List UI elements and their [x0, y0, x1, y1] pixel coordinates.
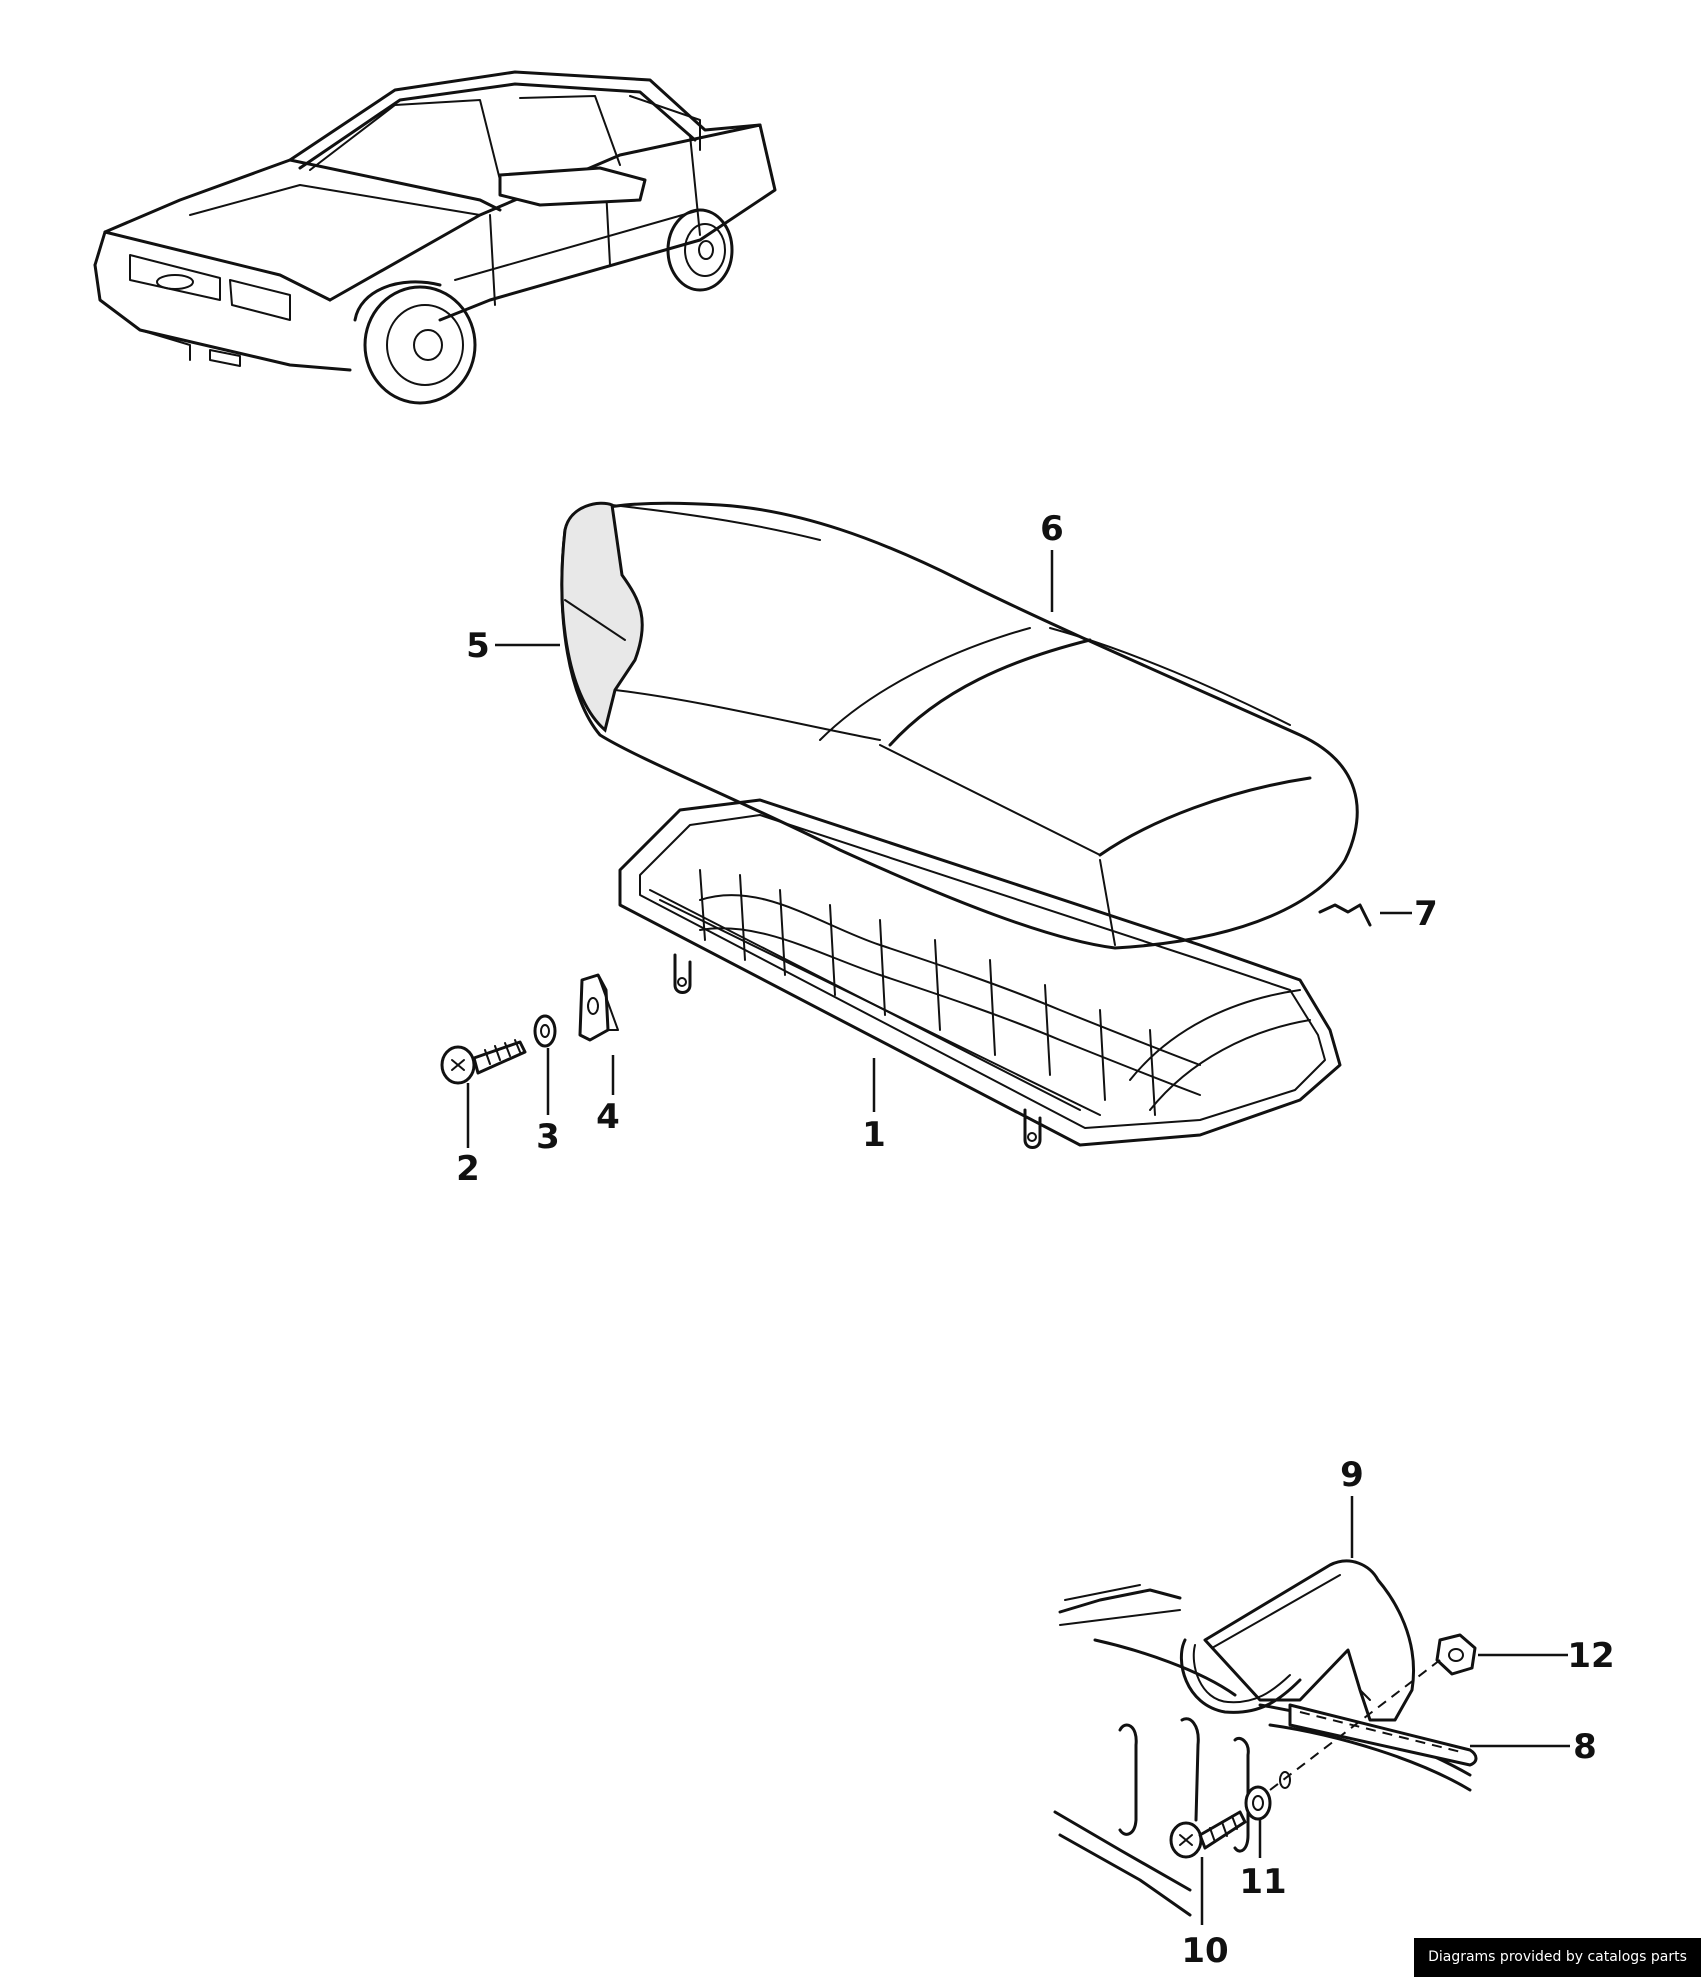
- clip-illustration: [1318, 903, 1372, 927]
- callout-8: 8: [1573, 1727, 1597, 1767]
- callout-6: 6: [1040, 509, 1064, 549]
- callout-10: 10: [1181, 1931, 1228, 1971]
- car-overview-illustration: [93, 70, 777, 405]
- callout-11: 11: [1239, 1862, 1286, 1902]
- leader-lines: [466, 550, 1570, 1925]
- anchor-detail-illustration: [1053, 1559, 1478, 1917]
- washer-illustration: [533, 1014, 557, 1048]
- seat-cushion-illustration: [560, 501, 1359, 950]
- screw-illustration: [440, 1039, 527, 1085]
- callout-5: 5: [466, 626, 490, 666]
- callout-3: 3: [536, 1117, 560, 1157]
- callout-1: 1: [862, 1115, 886, 1155]
- clip-nut-illustration: [578, 973, 619, 1042]
- callout-4: 4: [596, 1097, 620, 1137]
- callout-12: 12: [1567, 1636, 1614, 1676]
- callout-7: 7: [1414, 894, 1438, 934]
- seat-frame-illustration: [618, 798, 1342, 1149]
- callout-2: 2: [456, 1149, 480, 1189]
- callout-9: 9: [1340, 1455, 1364, 1495]
- frame-springs: [699, 869, 1311, 1116]
- credit-banner: Diagrams provided by catalogs parts: [1414, 1938, 1701, 1977]
